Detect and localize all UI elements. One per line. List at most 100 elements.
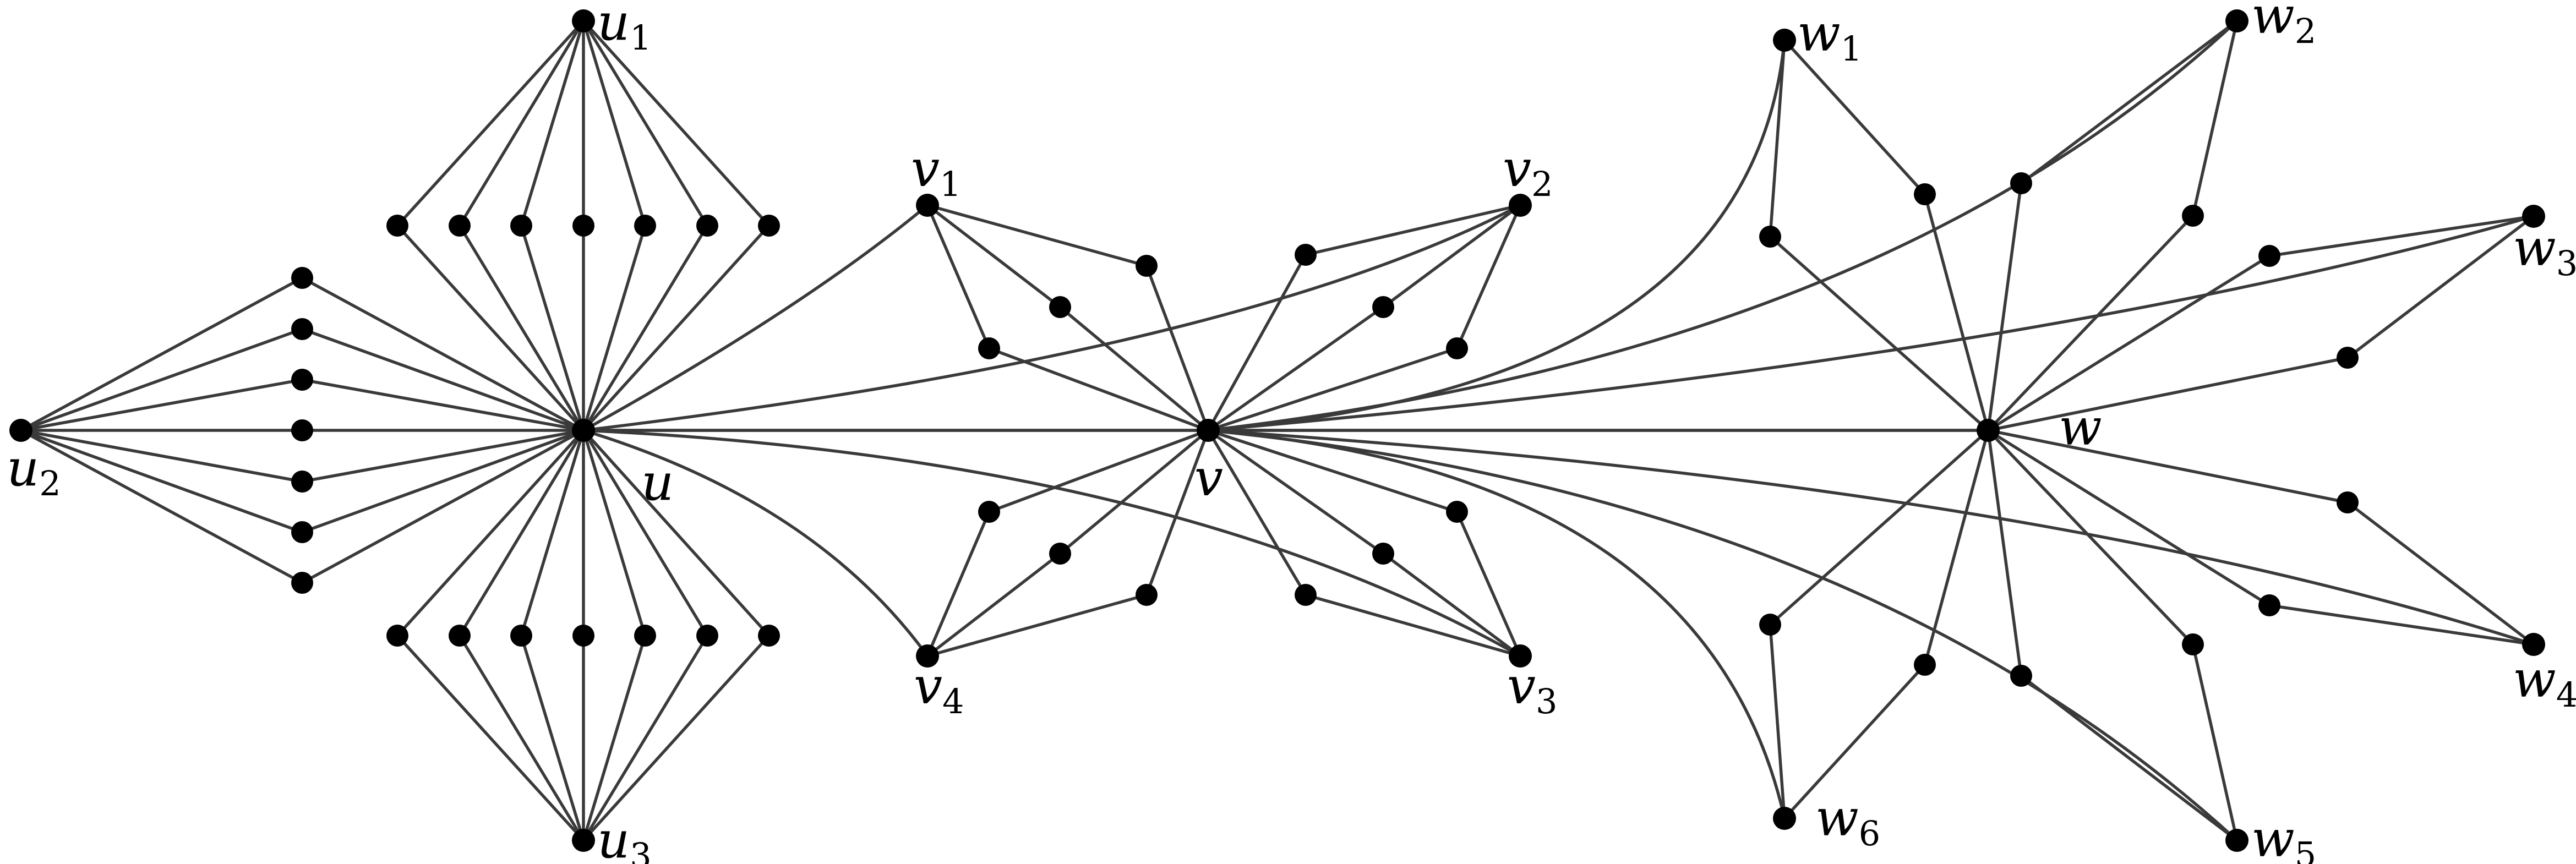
edge-u-u2-path-7a bbox=[301, 429, 585, 584]
internal-vertex-u1-6 bbox=[696, 215, 718, 237]
edge-v-v4-path-2a bbox=[1058, 429, 1210, 555]
edge-v-v2-path-2b bbox=[1382, 204, 1522, 309]
vertex-u2 bbox=[9, 419, 32, 442]
edge-v-v4-path-2b bbox=[926, 552, 1062, 658]
edge-v-v4-path-3a bbox=[1145, 429, 1210, 597]
edge-u-u1-path-5a bbox=[582, 224, 647, 432]
internal-vertex-w4-1 bbox=[2337, 491, 2359, 513]
edge-u-u1-path-1b bbox=[396, 19, 585, 227]
label-v4: v4 bbox=[914, 657, 964, 721]
internal-vertex-w5-1 bbox=[2182, 633, 2204, 655]
edge-w-w3-path-2a bbox=[1986, 356, 2349, 432]
edge-v-v1-path-3b bbox=[926, 204, 991, 350]
edge-w-w2-path-2b bbox=[2020, 19, 2239, 185]
internal-vertex-w3-1 bbox=[2258, 245, 2280, 267]
edge-u-u3-path-2a bbox=[458, 429, 585, 637]
edge-v-v2-path-3b bbox=[1455, 204, 1522, 350]
edge-w-w5-path-2b bbox=[2020, 674, 2239, 842]
edge-v-v1-path-2b bbox=[926, 204, 1062, 309]
internal-vertex-u3-6 bbox=[696, 625, 718, 647]
internal-vertex-w6-2 bbox=[1914, 654, 1936, 676]
edge-u-u3-path-5a bbox=[582, 429, 647, 637]
edge-v-v1-path-3a bbox=[987, 347, 1210, 432]
internal-vertex-v1-2 bbox=[1049, 296, 1071, 318]
internal-vertex-u1-1 bbox=[386, 215, 408, 237]
internal-vertex-v4-1 bbox=[978, 501, 1000, 523]
internal-vertex-w2-1 bbox=[2182, 205, 2204, 227]
vertex-v bbox=[1197, 419, 1220, 442]
internal-vertex-v1-3 bbox=[978, 337, 1000, 359]
vertex-w6 bbox=[1773, 807, 1796, 830]
edge-v-w1 bbox=[1207, 39, 1786, 432]
label-w1: w1 bbox=[1797, 4, 1862, 69]
edge-u-u2-path-2a bbox=[301, 327, 585, 432]
nodes-layer bbox=[9, 9, 2545, 852]
edge-v-v2-path-1a bbox=[1207, 253, 1307, 432]
label-w2: w2 bbox=[2251, 0, 2316, 51]
label-w: w bbox=[2059, 398, 2102, 457]
internal-vertex-w5-2 bbox=[2010, 665, 2032, 687]
internal-vertex-u3-1 bbox=[386, 625, 408, 647]
edge-v-v2-path-3a bbox=[1207, 347, 1459, 432]
internal-vertex-u2-7 bbox=[291, 572, 313, 594]
edge-u-u3-path-3a bbox=[520, 429, 585, 637]
internal-vertex-u2-5 bbox=[291, 471, 313, 493]
edge-v-v4-path-1b bbox=[926, 510, 991, 658]
internal-vertex-v3-2 bbox=[1372, 543, 1394, 565]
edge-v-v3-path-2a bbox=[1207, 429, 1385, 555]
internal-vertex-w3-2 bbox=[2337, 347, 2359, 369]
edge-u-u2-path-1b bbox=[19, 276, 304, 432]
edge-u-u1-path-7b bbox=[582, 19, 771, 227]
internal-vertex-u2-4 bbox=[291, 419, 313, 441]
vertex-v2 bbox=[1509, 194, 1532, 217]
label-v2: v2 bbox=[1503, 139, 1553, 204]
edge-w-w1-path-1b bbox=[1769, 39, 1786, 238]
label-v1: v1 bbox=[911, 139, 961, 204]
internal-vertex-u3-3 bbox=[510, 625, 532, 647]
internal-vertex-v4-2 bbox=[1049, 543, 1071, 565]
internal-vertex-v2-1 bbox=[1295, 244, 1317, 266]
edge-w-w5-path-2a bbox=[1986, 429, 2023, 677]
edge-u-u2-path-5a bbox=[301, 429, 585, 483]
internal-vertex-v2-2 bbox=[1372, 296, 1394, 318]
internal-vertex-v3-1 bbox=[1446, 501, 1468, 523]
edge-u-u1-path-7a bbox=[582, 224, 771, 432]
edge-u-u1-path-3b bbox=[520, 19, 585, 227]
edges-layer bbox=[19, 19, 2535, 842]
vertex-w1 bbox=[1773, 29, 1796, 52]
internal-vertex-u2-3 bbox=[291, 369, 313, 391]
edge-u-u3-path-1b bbox=[396, 634, 585, 842]
edge-u-u2-path-7b bbox=[19, 429, 304, 584]
internal-vertex-v2-3 bbox=[1446, 337, 1468, 359]
internal-vertex-u2-2 bbox=[291, 318, 313, 340]
edge-u-u3-path-6a bbox=[582, 429, 709, 637]
vertex-v4 bbox=[916, 644, 939, 668]
edge-u-u3-path-2b bbox=[458, 634, 585, 842]
edge-u-u1-path-2b bbox=[458, 19, 585, 227]
edge-v-v1-path-2a bbox=[1058, 305, 1210, 432]
internal-vertex-w1-2 bbox=[1914, 183, 1936, 205]
edge-w-w3-path-2b bbox=[2346, 215, 2535, 359]
vertex-w5 bbox=[2225, 829, 2248, 852]
edge-u-v3 bbox=[582, 429, 1522, 658]
edge-v-w4 bbox=[1207, 429, 2535, 646]
edge-v-v1-path-1a bbox=[1145, 264, 1210, 432]
edge-w-w6-path-2b bbox=[1783, 663, 1926, 820]
edge-u-u2-path-6b bbox=[19, 429, 304, 534]
edge-w-w6-path-1a bbox=[1769, 429, 1990, 626]
internal-vertex-u3-7 bbox=[758, 625, 780, 647]
edge-u-u3-path-3b bbox=[520, 634, 585, 842]
edge-v-w6 bbox=[1207, 429, 1786, 820]
edge-v-w5 bbox=[1207, 429, 2239, 842]
edge-w-w2-path-2a bbox=[1986, 182, 2023, 432]
internal-vertex-u1-7 bbox=[758, 215, 780, 237]
internal-vertex-w1-1 bbox=[1759, 226, 1781, 248]
label-u3: u3 bbox=[597, 811, 652, 864]
label-w5: w5 bbox=[2251, 810, 2316, 864]
edge-w-w4-path-1b bbox=[2346, 501, 2535, 646]
label-v3: v3 bbox=[1507, 657, 1557, 721]
edge-u-v4 bbox=[582, 429, 929, 658]
internal-vertex-u3-4 bbox=[572, 625, 594, 647]
edge-w-w3-path-1b bbox=[2268, 215, 2535, 258]
edge-v-v3-path-1b bbox=[1455, 510, 1522, 658]
